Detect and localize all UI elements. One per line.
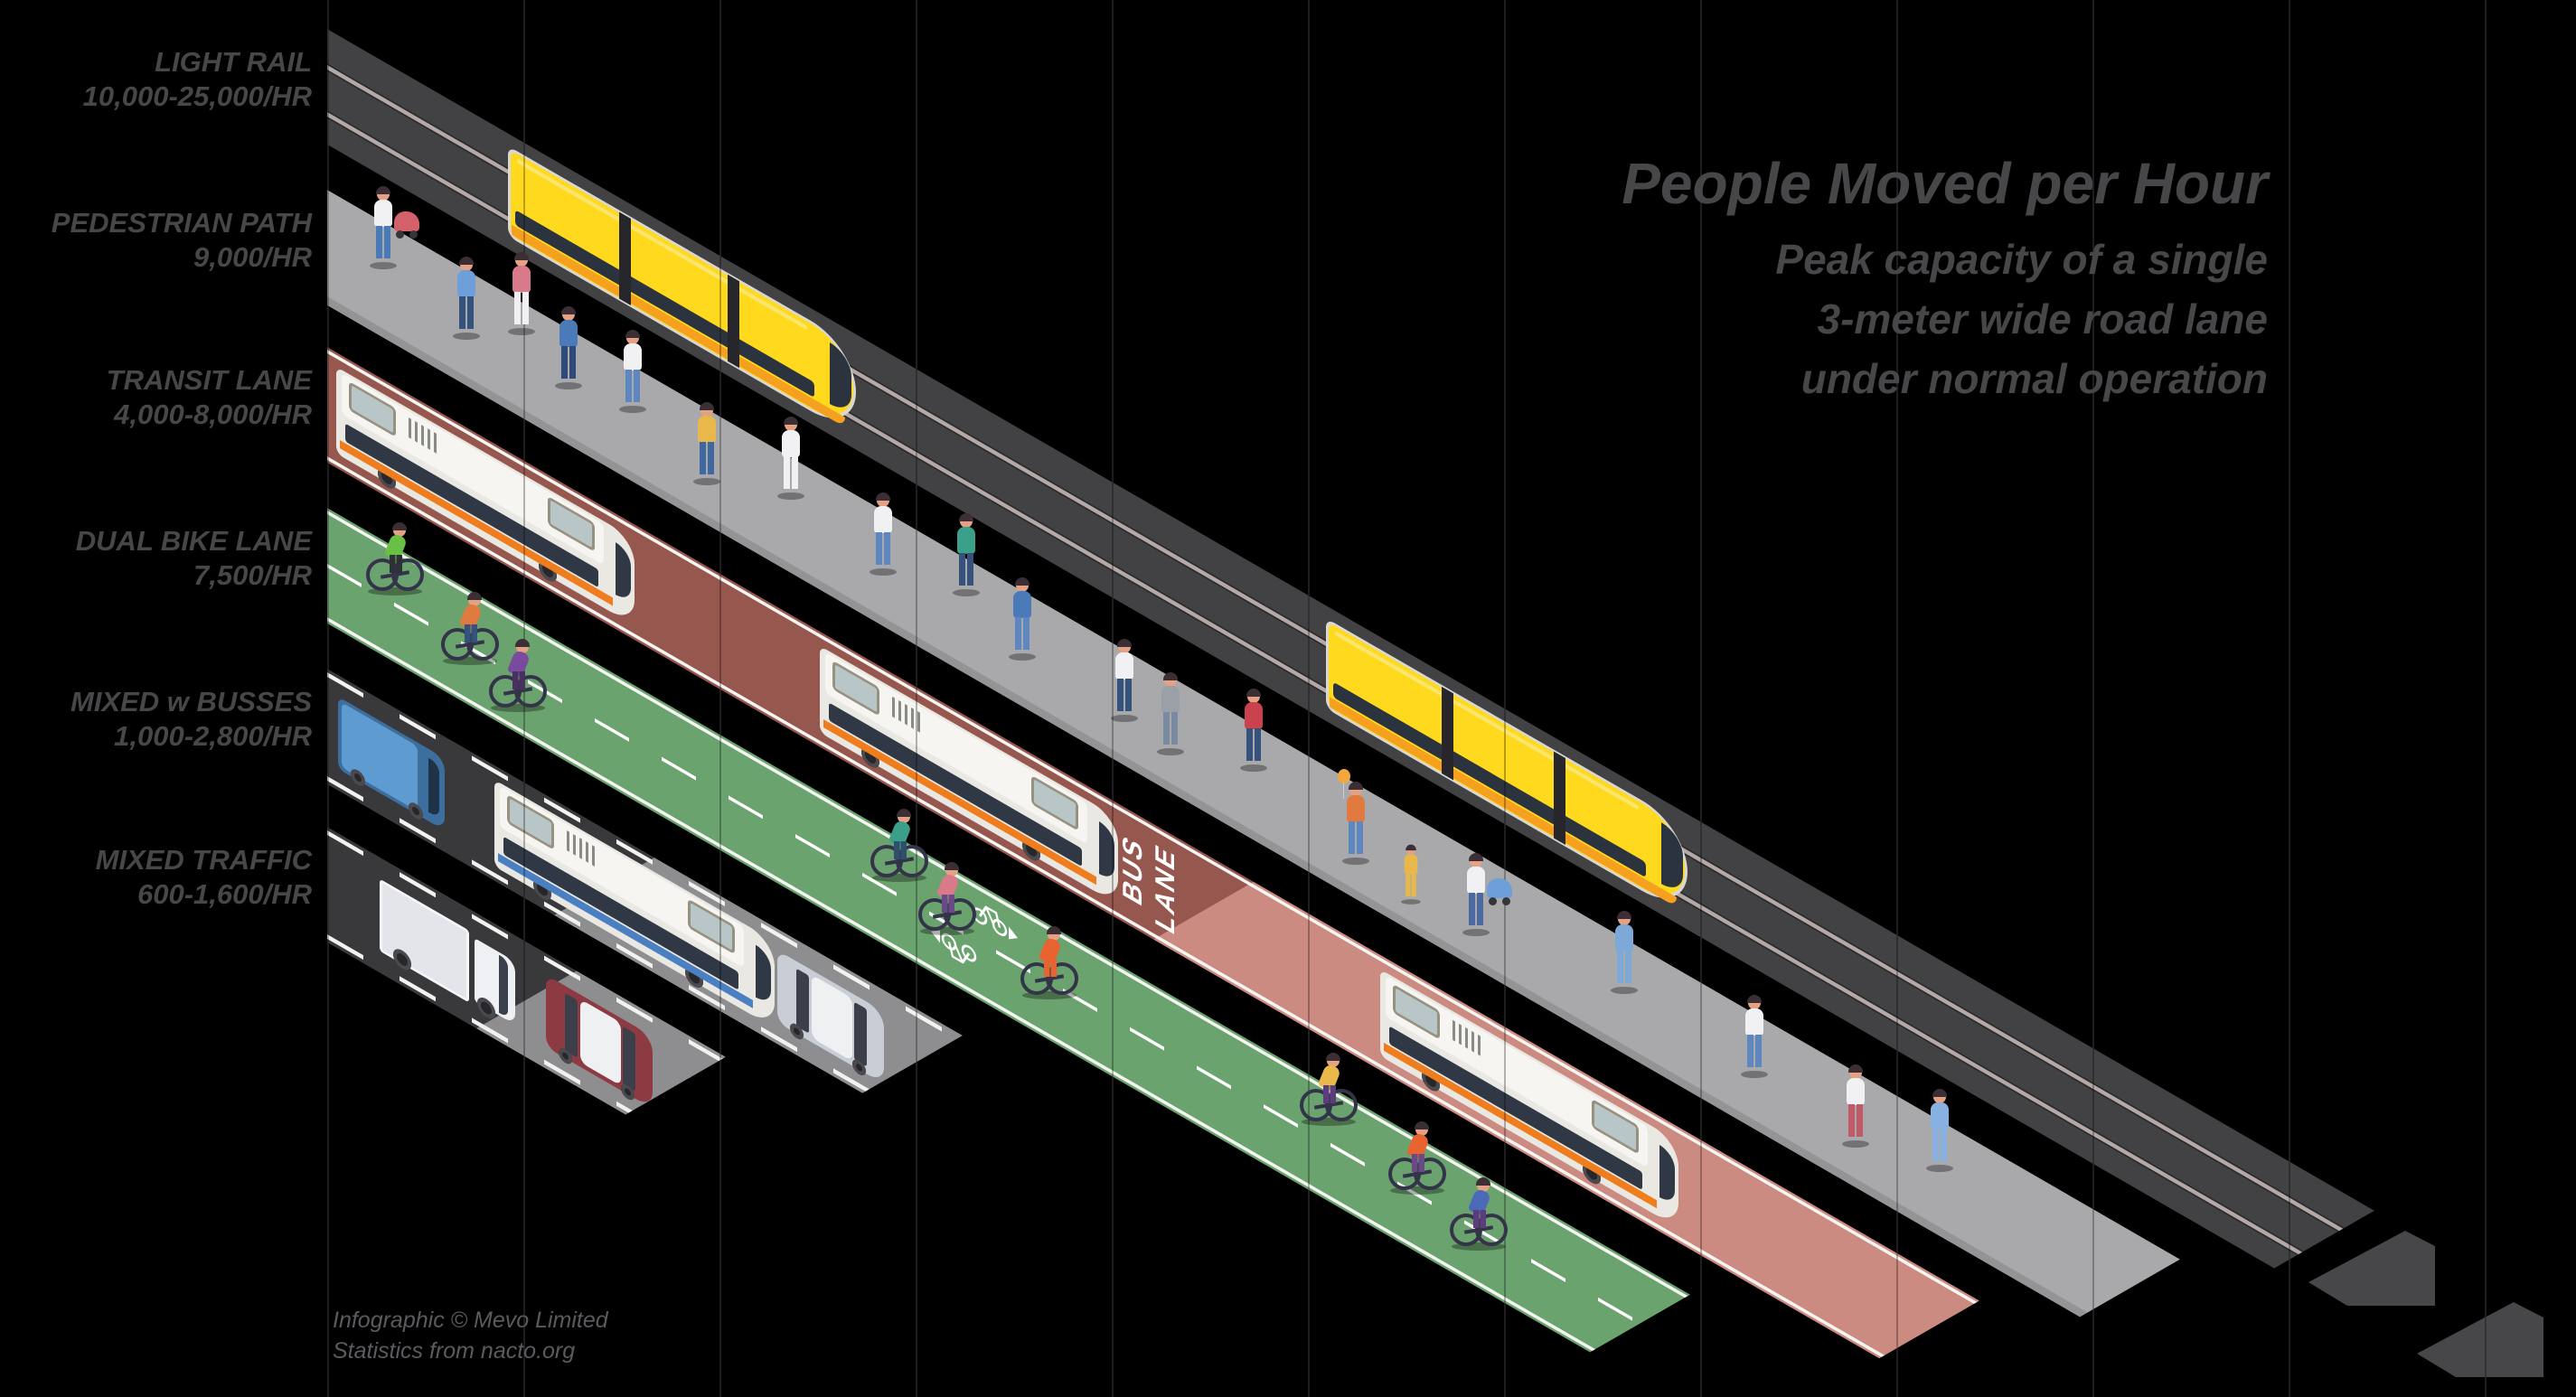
lane-rate: 9,000/HR xyxy=(193,241,312,273)
lane-name: PEDESTRIAN PATH xyxy=(51,207,312,239)
person-icon xyxy=(555,306,582,389)
cyclist-icon xyxy=(366,511,424,595)
credits: Infographic © Mevo Limited Statistics fr… xyxy=(333,1305,608,1366)
person-icon xyxy=(619,330,646,413)
person-icon xyxy=(870,492,897,576)
cyclist-icon xyxy=(918,851,976,935)
gridline-overlay xyxy=(2485,0,2487,1397)
credit-line: Infographic © Mevo Limited xyxy=(333,1308,608,1333)
subtitle-line: 3-meter wide road lane xyxy=(1817,295,2269,342)
lane-label-pedestrian-path: PEDESTRIAN PATH 9,000/HR xyxy=(52,206,312,275)
gridline-overlay xyxy=(1112,0,1114,1397)
lane-name: TRANSIT LANE xyxy=(106,364,312,396)
lane-rate: 10,000-25,000/HR xyxy=(82,80,312,112)
person-icon xyxy=(1401,844,1421,905)
gridline xyxy=(1504,0,1506,1397)
cyclist-icon xyxy=(489,628,547,712)
gridline-overlay xyxy=(1700,0,1702,1397)
person-icon xyxy=(1111,639,1138,722)
lane-rate: 4,000-8,000/HR xyxy=(114,398,312,430)
lane-label-light-rail: LIGHT RAIL 10,000-25,000/HR xyxy=(83,45,312,114)
gridline-overlay xyxy=(916,0,917,1397)
gridline-overlay xyxy=(719,0,721,1397)
cyclist-icon xyxy=(1388,1111,1446,1195)
gridline xyxy=(2092,0,2094,1397)
person-icon xyxy=(1462,853,1512,936)
person-icon xyxy=(693,402,720,485)
person-icon xyxy=(1926,1089,1953,1172)
gridline xyxy=(1896,0,1898,1397)
person-icon xyxy=(1009,577,1036,661)
lane-rate: 7,500/HR xyxy=(193,559,312,591)
gridline xyxy=(1700,0,1702,1397)
cyclist-icon xyxy=(1450,1167,1508,1251)
cyclist-icon xyxy=(1020,915,1078,999)
person-icon xyxy=(1157,672,1184,755)
person-icon xyxy=(1240,689,1267,772)
person-icon xyxy=(1741,995,1768,1078)
chart-title-block: People Moved per Hour Peak capacity of a… xyxy=(1622,152,2268,408)
person-icon xyxy=(1611,911,1638,994)
person-icon xyxy=(777,417,804,500)
lane-rate: 600-1,600/HR xyxy=(136,878,312,910)
person-icon xyxy=(370,186,419,269)
lane-name: DUAL BIKE LANE xyxy=(75,525,312,557)
stroller-icon xyxy=(1487,878,1512,905)
bike-lane-symbol-icon xyxy=(931,923,978,980)
person-icon xyxy=(1338,769,1369,865)
lane-label-mixed-w-busses: MIXED w BUSSES 1,000-2,800/HR xyxy=(71,685,312,754)
page-title: People Moved per Hour xyxy=(1622,151,2268,216)
lane-name: MIXED w BUSSES xyxy=(71,686,312,717)
lane-name: LIGHT RAIL xyxy=(155,46,312,78)
credit-line: Statistics from nacto.org xyxy=(333,1338,576,1364)
gridline xyxy=(2485,0,2487,1397)
gridline xyxy=(2289,0,2290,1397)
gridline-overlay xyxy=(327,0,329,1397)
gridline-overlay xyxy=(2289,0,2290,1397)
subtitle-line: under normal operation xyxy=(1800,355,2268,402)
lane-label-transit-lane: TRANSIT LANE 4,000-8,000/HR xyxy=(107,363,312,432)
lane-label-mixed-traffic: MIXED TRAFFIC 600-1,600/HR xyxy=(96,843,312,912)
person-icon xyxy=(1842,1064,1869,1148)
cyclist-icon xyxy=(870,798,928,882)
gridline xyxy=(719,0,721,1397)
gridline-overlay xyxy=(1504,0,1506,1397)
subtitle-line: Peak capacity of a single xyxy=(1775,236,2268,283)
stroller-icon xyxy=(394,211,419,239)
lane-label-dual-bike-lane: DUAL BIKE LANE 7,500/HR xyxy=(76,524,312,593)
person-icon xyxy=(508,252,535,335)
cyclist-icon xyxy=(441,581,499,665)
gridline-overlay xyxy=(1308,0,1310,1397)
lane-name: MIXED TRAFFIC xyxy=(95,844,312,876)
person-icon xyxy=(453,257,480,340)
cyclist-icon xyxy=(1300,1042,1358,1126)
gridline-overlay xyxy=(2092,0,2094,1397)
balloon-icon xyxy=(1338,769,1350,799)
person-icon xyxy=(953,513,980,596)
gridline-overlay xyxy=(1896,0,1898,1397)
lane-rate: 1,000-2,800/HR xyxy=(114,720,312,752)
